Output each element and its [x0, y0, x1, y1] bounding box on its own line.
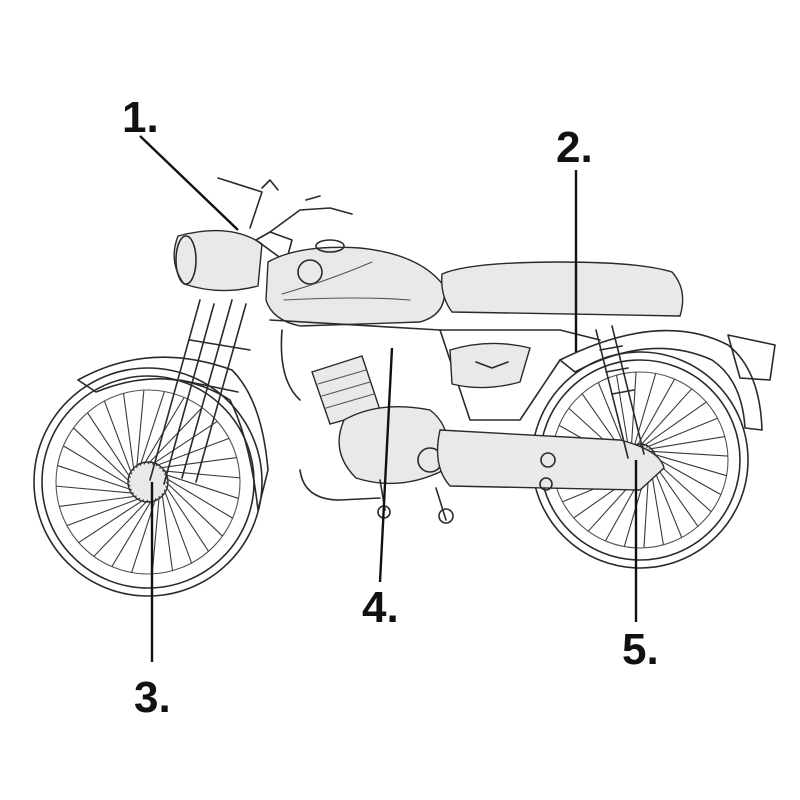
wheel-spoke: [652, 465, 683, 538]
wheel-spoke: [639, 388, 693, 447]
wheel-spoke: [87, 412, 131, 479]
headlight: [173, 229, 263, 292]
wheel-spoke: [652, 453, 727, 477]
wheel-spoke: [159, 456, 237, 469]
fuel-tank: [265, 239, 446, 327]
rear-fender: [559, 329, 763, 431]
handlebars: [217, 177, 353, 263]
callout-label-3: 3.: [134, 673, 171, 722]
wheel-spoke: [648, 436, 725, 450]
wheel-spoke: [653, 456, 722, 496]
rear-shock: [595, 325, 645, 459]
wheel-spoke: [163, 489, 193, 564]
callout-label-2: 2.: [556, 123, 593, 172]
callout-label-4: 4.: [362, 583, 399, 632]
wheel-spoke: [151, 496, 160, 574]
chain-guard: [436, 429, 665, 491]
pedals: [377, 479, 454, 524]
wheel-spoke: [122, 393, 135, 471]
wheel-spoke: [645, 417, 718, 448]
wheel-spoke: [165, 481, 223, 537]
wheel-spoke: [103, 400, 133, 475]
wheel-spoke: [161, 493, 174, 571]
front-wheel: [33, 367, 263, 597]
wheel-spoke: [66, 497, 141, 527]
wheel-spoke: [151, 421, 218, 465]
wheel-spoke: [155, 437, 230, 467]
front-fork: [149, 299, 251, 485]
wheel-spoke: [111, 499, 153, 567]
wheel-spoke: [139, 391, 165, 466]
callout-label-5: 5.: [622, 625, 659, 674]
wheel-spoke: [57, 465, 132, 491]
wheel-spoke: [643, 470, 650, 548]
wheel-spoke: [59, 495, 137, 508]
wheel-spoke: [136, 390, 145, 468]
wheel-spoke: [642, 401, 707, 447]
wheel-spoke: [162, 470, 240, 479]
wheel-spoke: [633, 373, 657, 448]
wheel-spoke: [650, 450, 728, 457]
wheel-spoke: [78, 499, 145, 543]
wheel-spoke: [165, 477, 233, 519]
wheel-spoke: [650, 468, 664, 545]
wheel-spoke: [653, 462, 699, 527]
wheel-spoke: [636, 378, 676, 447]
wheel-spoke: [93, 499, 149, 557]
frame: [269, 319, 601, 421]
seat: [441, 261, 684, 317]
wheel-spoke: [616, 375, 630, 452]
callout-label-1: 1.: [122, 93, 159, 142]
leader-line-1: [139, 135, 239, 231]
leader-line-4: [378, 347, 394, 583]
wheel-spoke: [164, 473, 239, 499]
wheel-spoke: [56, 485, 134, 494]
wheel-spoke: [63, 445, 131, 487]
wheel-spoke: [165, 485, 209, 552]
engine: [299, 355, 449, 501]
wheel-spoke: [73, 427, 131, 483]
